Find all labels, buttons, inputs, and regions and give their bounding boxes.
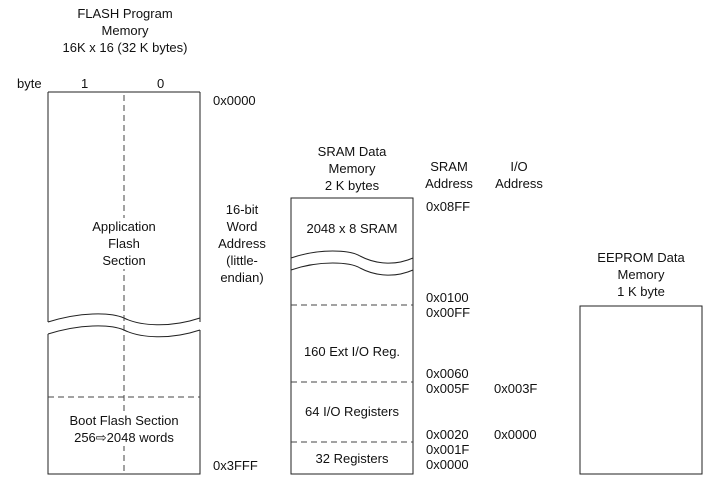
eeprom-box: [579, 305, 703, 475]
boot-flash-section: Boot Flash Section 256⇨2048 words: [56, 412, 192, 446]
flash-lower-box: [47, 330, 201, 475]
sram-addr-08ff: 0x08FF: [426, 199, 471, 214]
byte-hi-label: 1: [81, 76, 89, 91]
flash-addr-bottom: 0x3FFF: [213, 458, 258, 473]
eeprom-title-line2: Memory: [617, 267, 665, 282]
io-addr-003f: 0x003F: [494, 381, 538, 396]
word-address-line4: (little-: [226, 253, 258, 268]
flash-title-line1: FLASH Program: [77, 6, 173, 21]
io-addr-0000: 0x0000: [494, 427, 537, 442]
sram-addr-0100: 0x0100: [426, 290, 469, 305]
sram-addr-00ff: 0x00FF: [426, 305, 471, 320]
sram-title-line2: Memory: [328, 161, 376, 176]
eeprom-title-line1: EEPROM Data: [597, 250, 685, 265]
col-io-address-line1: I/O: [510, 159, 528, 174]
app-section-line1: Application: [92, 219, 156, 234]
byte-lo-label: 0: [157, 76, 165, 91]
app-section-line3: Section: [102, 253, 146, 268]
sram-box: [290, 197, 414, 475]
block-sram: 2048 x 8 SRAM: [306, 221, 398, 236]
app-section-line2: Flash: [108, 236, 140, 251]
sram-title-line1: SRAM Data: [317, 144, 387, 159]
word-address-line2: Word: [226, 219, 258, 234]
col-sram-address-line2: Address: [425, 176, 473, 191]
sram-addr-001f: 0x001F: [426, 442, 470, 457]
sram-break-top: [290, 250, 414, 264]
block-ext-io: 160 Ext I/O Reg.: [303, 344, 401, 359]
col-sram-address-line1: SRAM: [430, 159, 468, 174]
sram-addr-0000: 0x0000: [426, 457, 469, 472]
block-io-registers: 64 I/O Registers: [305, 404, 399, 419]
col-io-address-line2: Address: [495, 176, 543, 191]
byte-label: byte: [17, 76, 42, 91]
word-address-line3: Address: [218, 236, 266, 251]
word-address-line1: 16-bit: [225, 202, 259, 217]
flash-title-line2: Memory: [101, 23, 149, 38]
sram-addr-0060: 0x0060: [426, 366, 469, 381]
flash-upper-sides: [47, 92, 201, 322]
boot-section-line1: Boot Flash Section: [69, 413, 179, 428]
flash-addr-top: 0x0000: [213, 93, 256, 108]
sram-addr-005f: 0x005F: [426, 381, 470, 396]
word-address-line5: endian): [220, 270, 264, 285]
sram-break-bottom: [290, 262, 414, 276]
eeprom-title-line3: 1 K byte: [617, 284, 665, 299]
boot-section-line2: 256⇨2048 words: [74, 430, 174, 445]
flash-title-line3: 16K x 16 (32 K bytes): [62, 40, 188, 55]
application-flash-section: Application Flash Section: [86, 218, 162, 269]
sram-title-line3: 2 K bytes: [324, 178, 380, 193]
sram-addr-0020: 0x0020: [426, 427, 469, 442]
block-registers: 32 Registers: [315, 451, 389, 466]
